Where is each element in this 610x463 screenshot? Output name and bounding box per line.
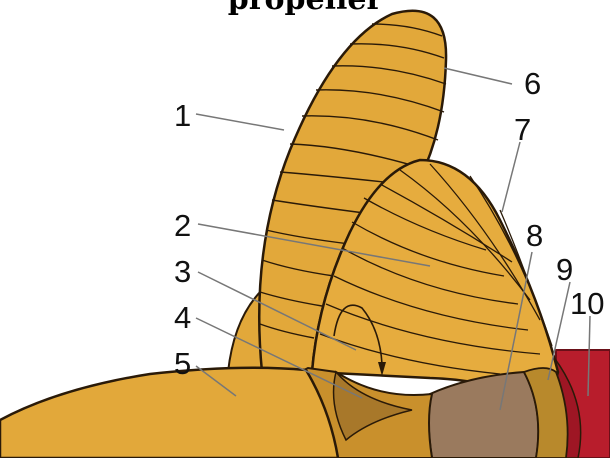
label-3: 3 <box>174 254 191 289</box>
label-7: 7 <box>514 112 531 147</box>
hub-brown <box>428 372 538 458</box>
label-1: 1 <box>174 98 191 133</box>
title-fragment: propeller <box>0 0 610 20</box>
label-9: 9 <box>556 252 573 287</box>
label-8: 8 <box>526 218 543 253</box>
label-6: 6 <box>524 66 541 101</box>
label-5: 5 <box>174 346 191 381</box>
blade-5 <box>0 368 338 458</box>
label-2: 2 <box>174 208 191 243</box>
label-4: 4 <box>174 300 191 335</box>
label-10: 10 <box>570 286 604 321</box>
